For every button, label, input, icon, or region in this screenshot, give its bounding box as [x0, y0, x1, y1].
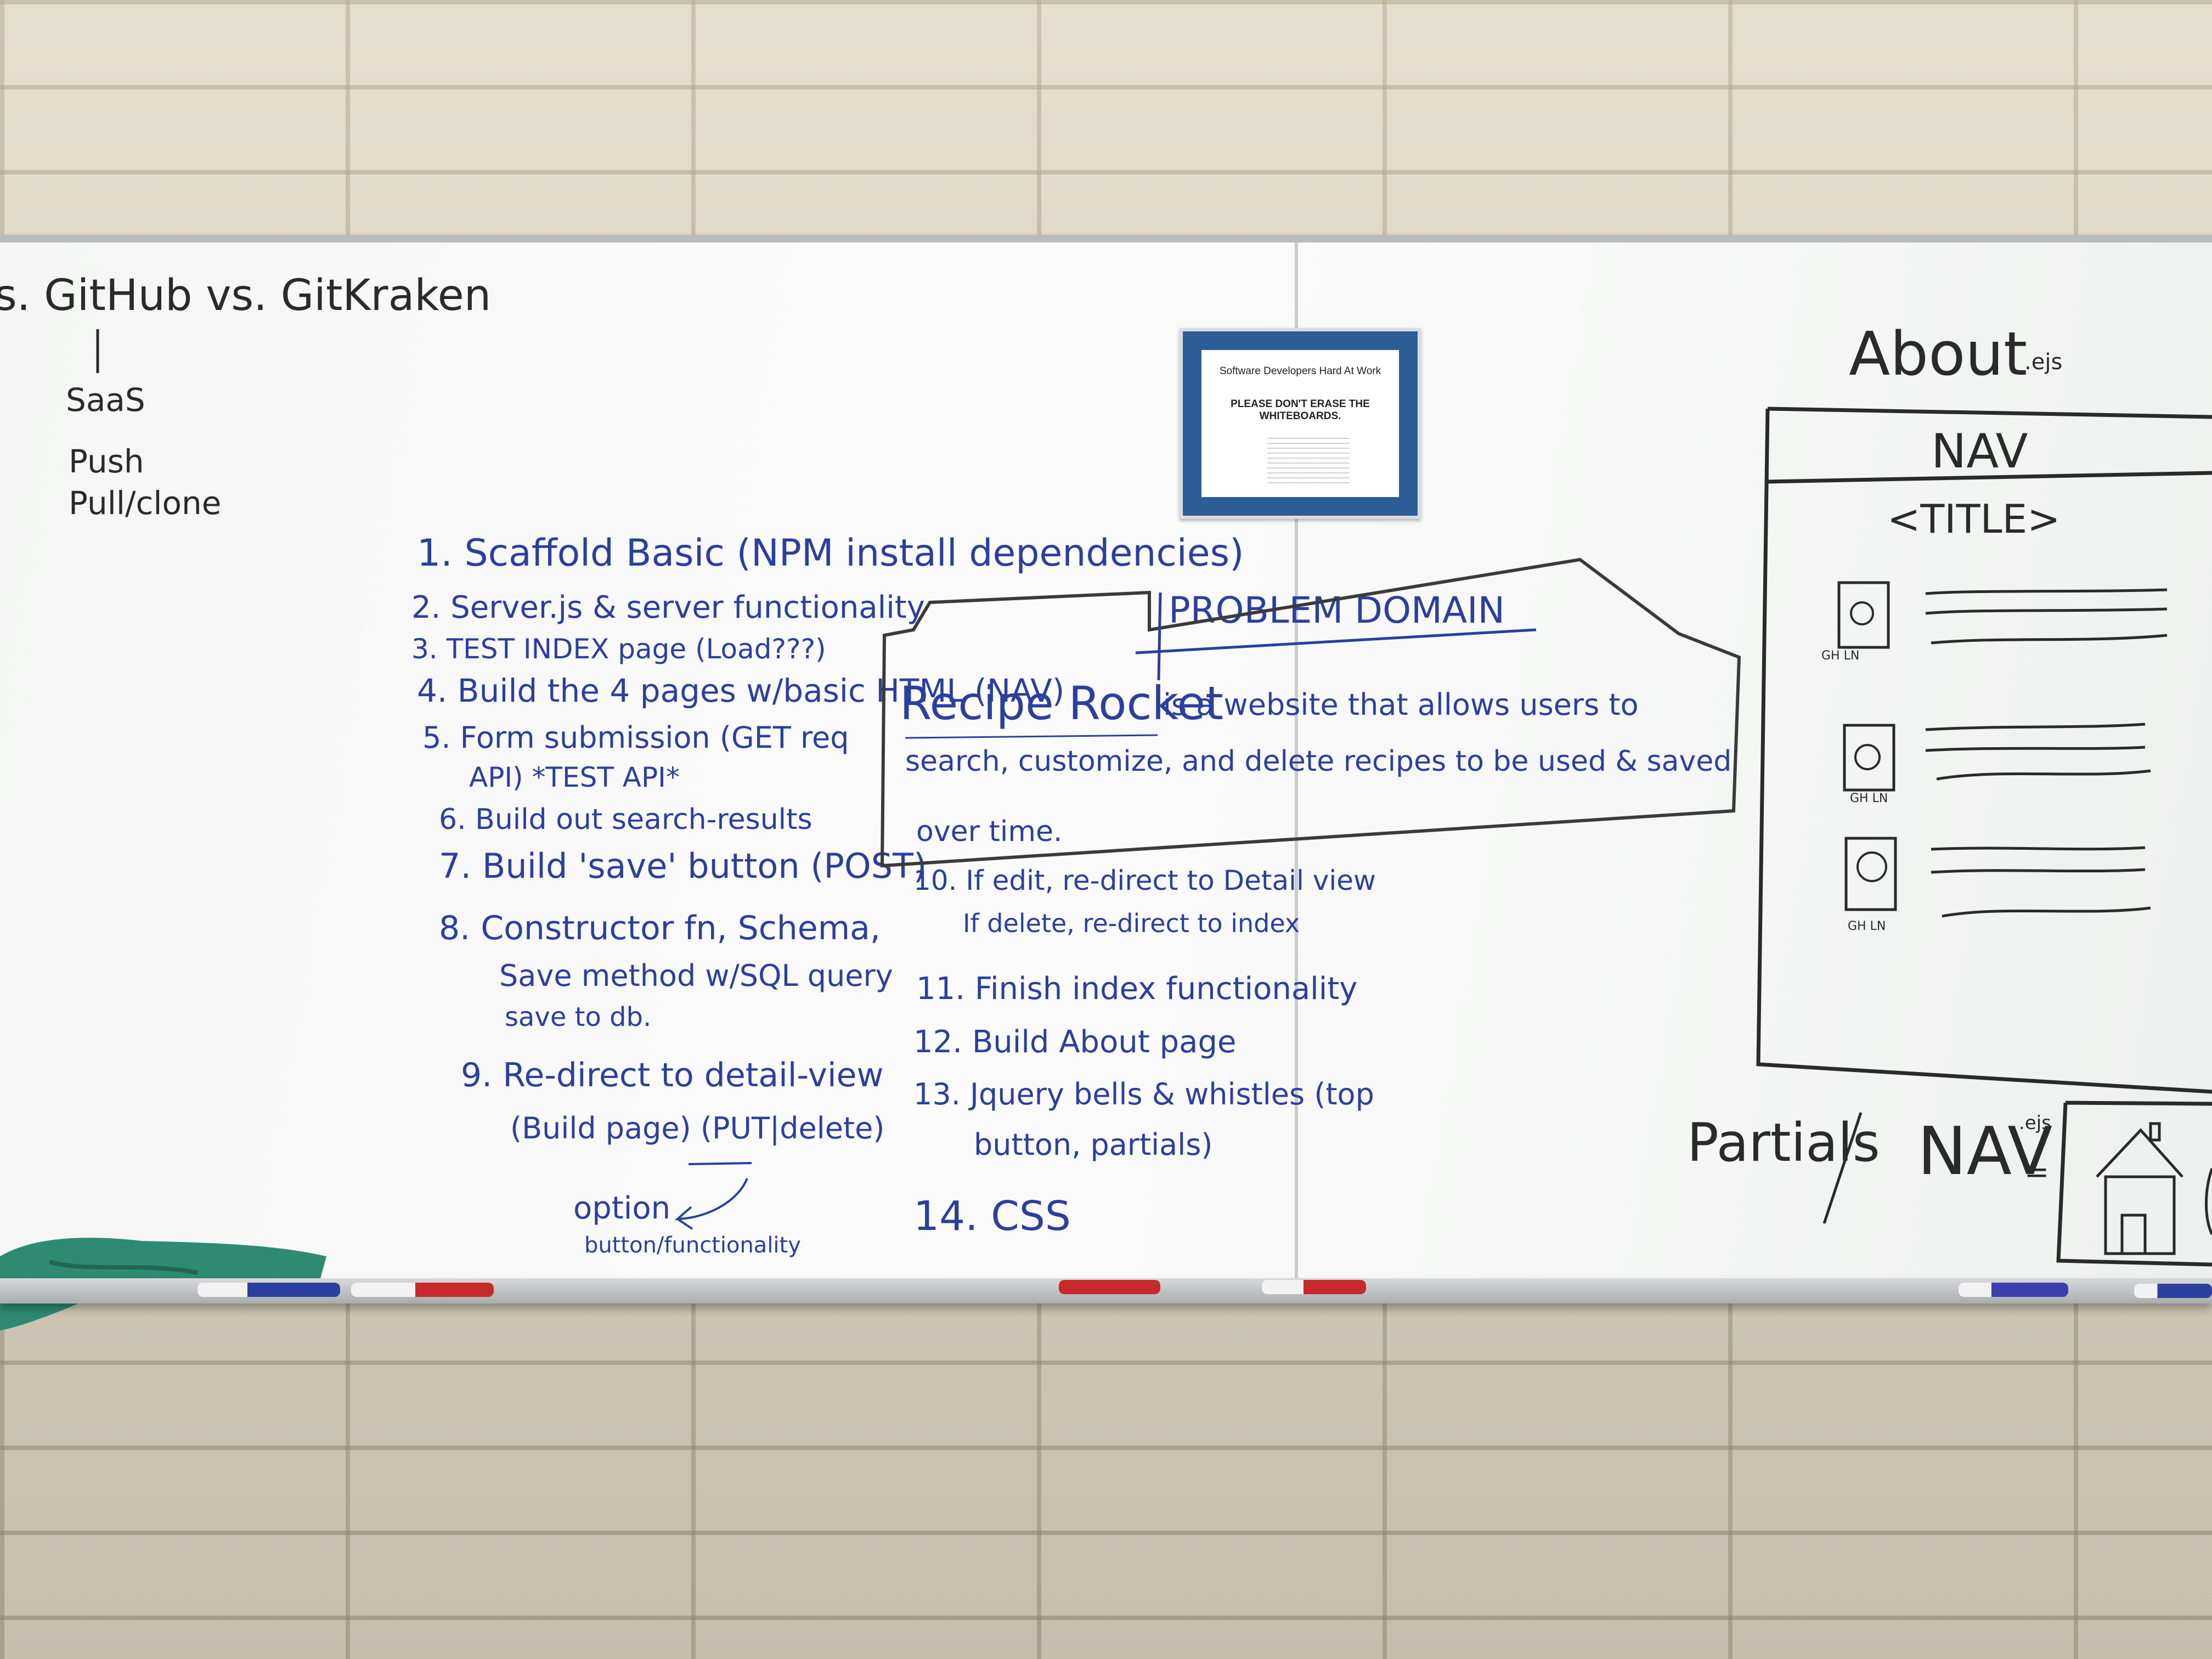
problem-recipe-rocket: Recipe Rocket [900, 676, 1223, 730]
profile-image-1 [1837, 581, 1890, 649]
todo-item-13-cont: button, partials) [974, 1127, 1213, 1162]
todo-item-8: 8. Constructor fn, Schema, [439, 909, 881, 947]
wireframe-title: <TITLE> [1887, 496, 2061, 542]
profile-bio-lines [1925, 588, 2168, 918]
todo-item-8-cont-1: Save method w/SQL query [499, 958, 893, 993]
recipe-rocket-underline [905, 734, 1158, 739]
partials-equals: = [2024, 1155, 2050, 1189]
sign-paper: Software Developers Hard At Work PLEASE … [1201, 350, 1399, 497]
profile-face-1 [1850, 601, 1874, 625]
todo-item-10-cont: If delete, re-direct to index [963, 909, 1300, 938]
profile-face-2 [1854, 744, 1881, 770]
about-page-frame [1756, 407, 2212, 1094]
about-heading-ext: .ejs [2024, 349, 2063, 375]
note-saas: SaaS [66, 381, 145, 419]
todo-item-5-cont: API) *TEST API* [469, 761, 680, 793]
todo-item-1: 1. Scaffold Basic (NPM install dependenc… [417, 532, 1244, 575]
red-marker-1 [351, 1283, 494, 1297]
todo-item-12: 12. Build About page [913, 1024, 1237, 1060]
profile-label-2: GH LN [1850, 792, 1888, 805]
blue-marker-2 [1959, 1283, 2068, 1297]
green-cloth-fold [48, 1260, 198, 1275]
profile-image-2 [1843, 724, 1895, 792]
partials-nav-ext: .ejs [2019, 1112, 2051, 1134]
todo-item-11: 11. Finish index functionality [916, 971, 1358, 1007]
todo-item-4: 4. Build the 4 pages w/basic HTML (NAV) [417, 672, 1065, 709]
red-marker-2 [1059, 1280, 1160, 1294]
problem-domain-title-mark [1157, 592, 1162, 681]
option-arrow [674, 1178, 748, 1230]
todo-item-9-cont: (Build page) (PUT|delete) [510, 1111, 885, 1146]
sign-thumbnail-image [1267, 438, 1350, 487]
partials-label: Partials [1687, 1112, 1880, 1173]
todo-item-10: 10. If edit, re-direct to Detail view [913, 865, 1376, 896]
git-comparison-header: s. GitHub vs. GitKraken [0, 271, 492, 320]
todo-item-9: 9. Re-direct to detail-view [461, 1056, 884, 1094]
todo-item-14: 14. CSS [913, 1193, 1071, 1240]
sign-line-2: PLEASE DON'T ERASE THE WHITEBOARDS. [1231, 398, 1370, 422]
todo-item-8-cont-2: save to db. [505, 1002, 652, 1032]
problem-domain-banner [880, 557, 1741, 868]
partials-slash [1822, 1112, 1863, 1224]
profile-face-3 [1857, 851, 1887, 882]
wireframe-nav: NAV [1931, 424, 2028, 479]
profile-image-3 [1844, 837, 1897, 911]
sign-line-1: Software Developers Hard At Work [1219, 365, 1381, 377]
red-marker-3 [1262, 1280, 1366, 1294]
about-nav-divider [1767, 471, 2212, 484]
partial-curve [2205, 1168, 2212, 1235]
todo-item-2: 2. Server.js & server functionality [411, 590, 925, 625]
do-not-erase-sign: Software Developers Hard At Work PLEASE … [1180, 328, 1421, 519]
todo-item-5: 5. Form submission (GET req [422, 720, 849, 755]
todo-item-13: 13. Jquery bells & whistles (top [913, 1077, 1374, 1111]
todo-item-7: 7. Build 'save' button (POST) [439, 846, 927, 886]
put-underline [688, 1162, 752, 1165]
problem-domain-title-underline [1135, 628, 1537, 654]
nav-partial-box [2056, 1101, 2212, 1267]
profile-label-1: GH LN [1821, 649, 1860, 663]
whiteboard-seam [1295, 242, 1298, 1283]
profile-label-3: GH LN [1848, 919, 1886, 933]
blue-marker-3 [2134, 1284, 2212, 1298]
about-heading: About [1849, 319, 2028, 389]
problem-line-1: is a website that allows users to [1163, 687, 1639, 722]
todo-item-3: 3. TEST INDEX page (Load???) [411, 633, 826, 665]
problem-line-2: search, customize, and delete recipes to… [905, 745, 1732, 778]
problem-line-3: over time. [916, 815, 1063, 848]
partials-nav: NAV [1917, 1114, 2053, 1190]
blue-marker-1 [198, 1283, 340, 1297]
note-push: Push [69, 443, 144, 480]
todo-item-6: 6. Build out search-results [439, 803, 812, 836]
note-pull-clone: Pull/clone [69, 484, 222, 522]
home-icon [2096, 1122, 2183, 1255]
todo-note-button-functionality: button/functionality [584, 1233, 801, 1258]
todo-note-option: option [573, 1190, 671, 1226]
